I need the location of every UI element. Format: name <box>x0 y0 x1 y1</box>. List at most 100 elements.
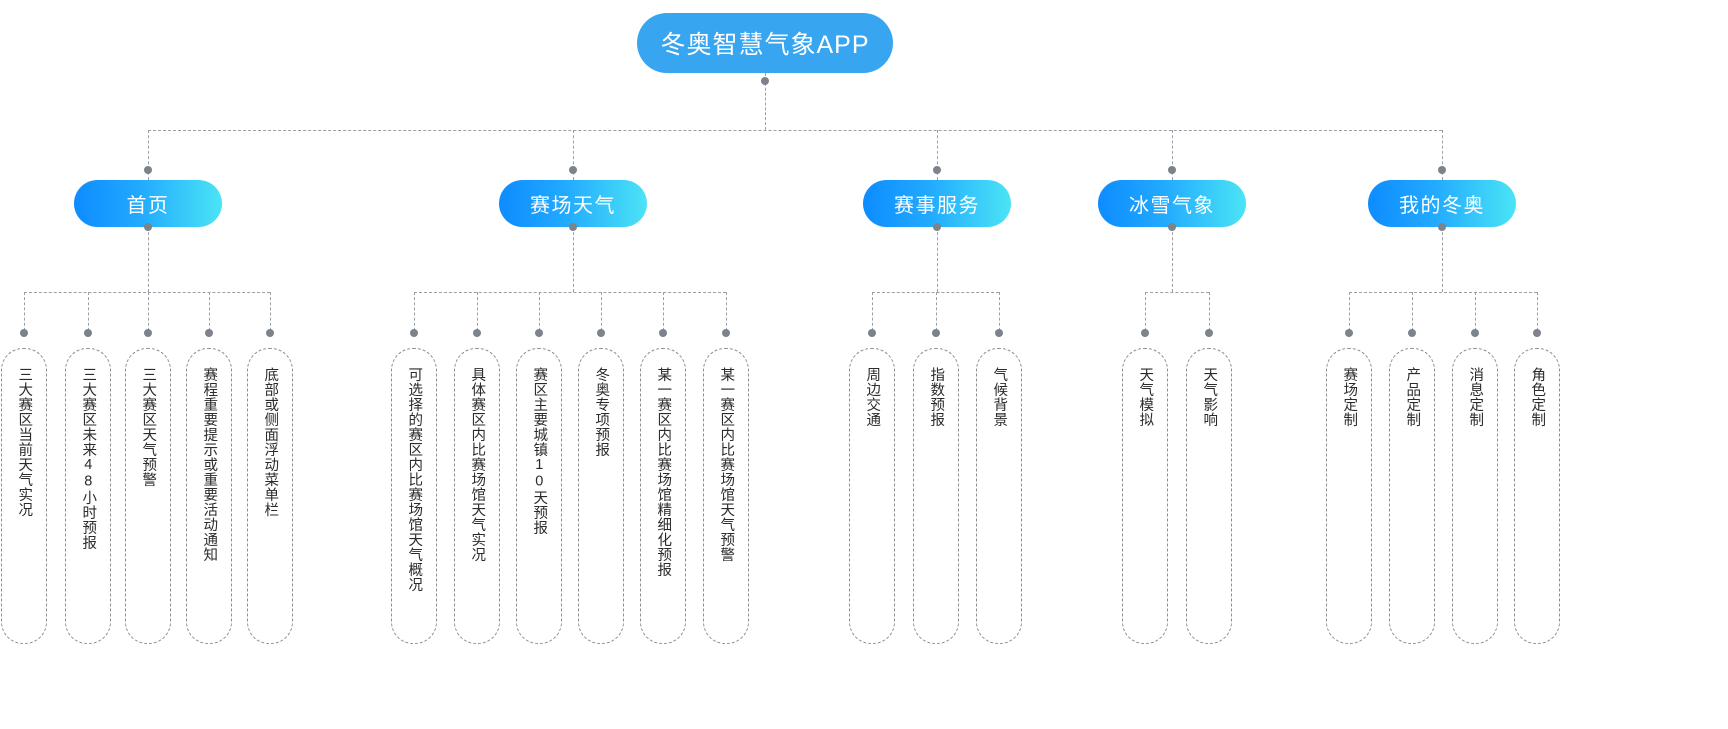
branch-0-leaf-3-stem <box>209 292 210 336</box>
leaf-node[interactable]: 具体赛区内比赛场馆天气实况 <box>454 348 500 644</box>
branch-0-bottom-dot <box>144 223 152 231</box>
branch-4-leaf-3-stem <box>1537 292 1538 336</box>
leaf-node[interactable]: 三大赛区未来48小时预报 <box>65 348 111 644</box>
branch-2-top-dot <box>933 166 941 174</box>
leaf-node[interactable]: 气候背景 <box>976 348 1022 644</box>
branch-node-1[interactable]: 赛场天气 <box>499 180 647 227</box>
branch-1-leaf-3-dot <box>597 329 605 337</box>
leaf-node-label: 产品定制 <box>1404 367 1421 427</box>
branch-3-leaf-0-dot <box>1141 329 1149 337</box>
branch-0-leaf-4-dot <box>266 329 274 337</box>
branch-1-leaf-4-dot <box>659 329 667 337</box>
branch-3-leaf-1-stem <box>1209 292 1210 336</box>
leaf-node-label: 底部或侧面浮动菜单栏 <box>262 367 279 517</box>
branch-3-bottom-dot <box>1168 223 1176 231</box>
leaf-node[interactable]: 可选择的赛区内比赛场馆天气概况 <box>391 348 437 644</box>
branch-4-leaf-0-stem <box>1349 292 1350 336</box>
branch-2-leaf-0-dot <box>868 329 876 337</box>
branch-3-leaf-1-dot <box>1205 329 1213 337</box>
branch-2-stem-bottom <box>937 227 938 292</box>
branch-node-3[interactable]: 冰雪气象 <box>1098 180 1246 227</box>
leaf-node-label: 指数预报 <box>928 367 945 427</box>
leaf-node[interactable]: 赛场定制 <box>1326 348 1372 644</box>
leaf-node-label: 某一赛区内比赛场馆天气预警 <box>718 367 735 562</box>
branch-3-top-dot <box>1168 166 1176 174</box>
branch-1-bottom-dot <box>569 223 577 231</box>
leaf-node[interactable]: 赛程重要提示或重要活动通知 <box>186 348 232 644</box>
root-dot <box>761 77 769 85</box>
branch-4-top-dot <box>1438 166 1446 174</box>
branch-1-leaf-2-dot <box>535 329 543 337</box>
branch-1-top-dot <box>569 166 577 174</box>
leaf-node-label: 三大赛区天气预警 <box>140 367 157 487</box>
leaf-node-label: 冬奥专项预报 <box>593 367 610 457</box>
branch-3-stem-bottom <box>1172 227 1173 292</box>
branch-1-leaf-3-stem <box>601 292 602 336</box>
branch-node-4[interactable]: 我的冬奥 <box>1368 180 1516 227</box>
leaf-node-label: 可选择的赛区内比赛场馆天气概况 <box>406 367 423 592</box>
branch-0-leaf-bus <box>24 292 270 293</box>
leaf-node[interactable]: 天气模拟 <box>1122 348 1168 644</box>
leaf-node-label: 消息定制 <box>1467 367 1484 427</box>
leaf-node[interactable]: 底部或侧面浮动菜单栏 <box>247 348 293 644</box>
leaf-node[interactable]: 指数预报 <box>913 348 959 644</box>
branch-1-leaf-5-stem <box>726 292 727 336</box>
leaf-node-label: 某一赛区内比赛场馆精细化预报 <box>655 367 672 577</box>
branch-4-leaf-2-dot <box>1471 329 1479 337</box>
branch-1-leaf-0-dot <box>410 329 418 337</box>
leaf-node-label: 赛区主要城镇10天预报 <box>531 367 548 535</box>
branch-1-leaf-bus <box>414 292 726 293</box>
leaf-node[interactable]: 冬奥专项预报 <box>578 348 624 644</box>
leaf-node[interactable]: 消息定制 <box>1452 348 1498 644</box>
leaf-node-label: 赛场定制 <box>1341 367 1358 427</box>
leaf-node[interactable]: 角色定制 <box>1514 348 1560 644</box>
branch-0-leaf-1-stem <box>88 292 89 336</box>
leaf-node[interactable]: 某一赛区内比赛场馆精细化预报 <box>640 348 686 644</box>
leaf-node[interactable]: 三大赛区天气预警 <box>125 348 171 644</box>
branch-0-leaf-3-dot <box>205 329 213 337</box>
branch-4-leaf-bus <box>1349 292 1537 293</box>
leaf-node[interactable]: 赛区主要城镇10天预报 <box>516 348 562 644</box>
branch-0-leaf-0-dot <box>20 329 28 337</box>
branch-node-0[interactable]: 首页 <box>74 180 222 227</box>
branch-node-0-label: 首页 <box>126 195 170 217</box>
branch-4-leaf-2-stem <box>1475 292 1476 336</box>
branch-3-leaf-0-stem <box>1145 292 1146 336</box>
branch-1-leaf-5-dot <box>722 329 730 337</box>
level2-bus <box>148 130 1442 131</box>
leaf-node-label: 角色定制 <box>1529 367 1546 427</box>
leaf-node[interactable]: 三大赛区当前天气实况 <box>1 348 47 644</box>
leaf-node-label: 天气模拟 <box>1137 367 1154 427</box>
branch-3-stem-top <box>1172 130 1173 180</box>
branch-2-leaf-0-stem <box>872 292 873 336</box>
branch-0-leaf-2-stem <box>148 292 149 336</box>
branch-4-leaf-1-stem <box>1412 292 1413 336</box>
branch-1-leaf-2-stem <box>539 292 540 336</box>
root-node-label: 冬奥智慧气象APP <box>660 31 870 59</box>
branch-4-stem-bottom <box>1442 227 1443 292</box>
branch-2-stem-top <box>937 130 938 180</box>
leaf-node[interactable]: 周边交通 <box>849 348 895 644</box>
branch-0-leaf-2-dot <box>144 329 152 337</box>
root-stem <box>765 73 766 130</box>
branch-node-4-label: 我的冬奥 <box>1399 195 1485 217</box>
leaf-node-label: 三大赛区未来48小时预报 <box>80 367 97 550</box>
leaf-node[interactable]: 某一赛区内比赛场馆天气预警 <box>703 348 749 644</box>
leaf-node[interactable]: 产品定制 <box>1389 348 1435 644</box>
branch-4-stem-top <box>1442 130 1443 180</box>
branch-node-3-label: 冰雪气象 <box>1129 195 1215 217</box>
branch-0-leaf-1-dot <box>84 329 92 337</box>
branch-0-top-dot <box>144 166 152 174</box>
branch-0-leaf-0-stem <box>24 292 25 336</box>
branch-4-leaf-3-dot <box>1533 329 1541 337</box>
branch-4-leaf-0-dot <box>1345 329 1353 337</box>
branch-1-stem-top <box>573 130 574 180</box>
branch-2-leaf-2-stem <box>999 292 1000 336</box>
branch-0-stem-top <box>148 130 149 180</box>
root-node[interactable]: 冬奥智慧气象APP <box>637 13 893 73</box>
leaf-node-label: 气候背景 <box>991 367 1008 427</box>
branch-3-leaf-bus <box>1145 292 1209 293</box>
leaf-node[interactable]: 天气影响 <box>1186 348 1232 644</box>
branch-node-2[interactable]: 赛事服务 <box>863 180 1011 227</box>
